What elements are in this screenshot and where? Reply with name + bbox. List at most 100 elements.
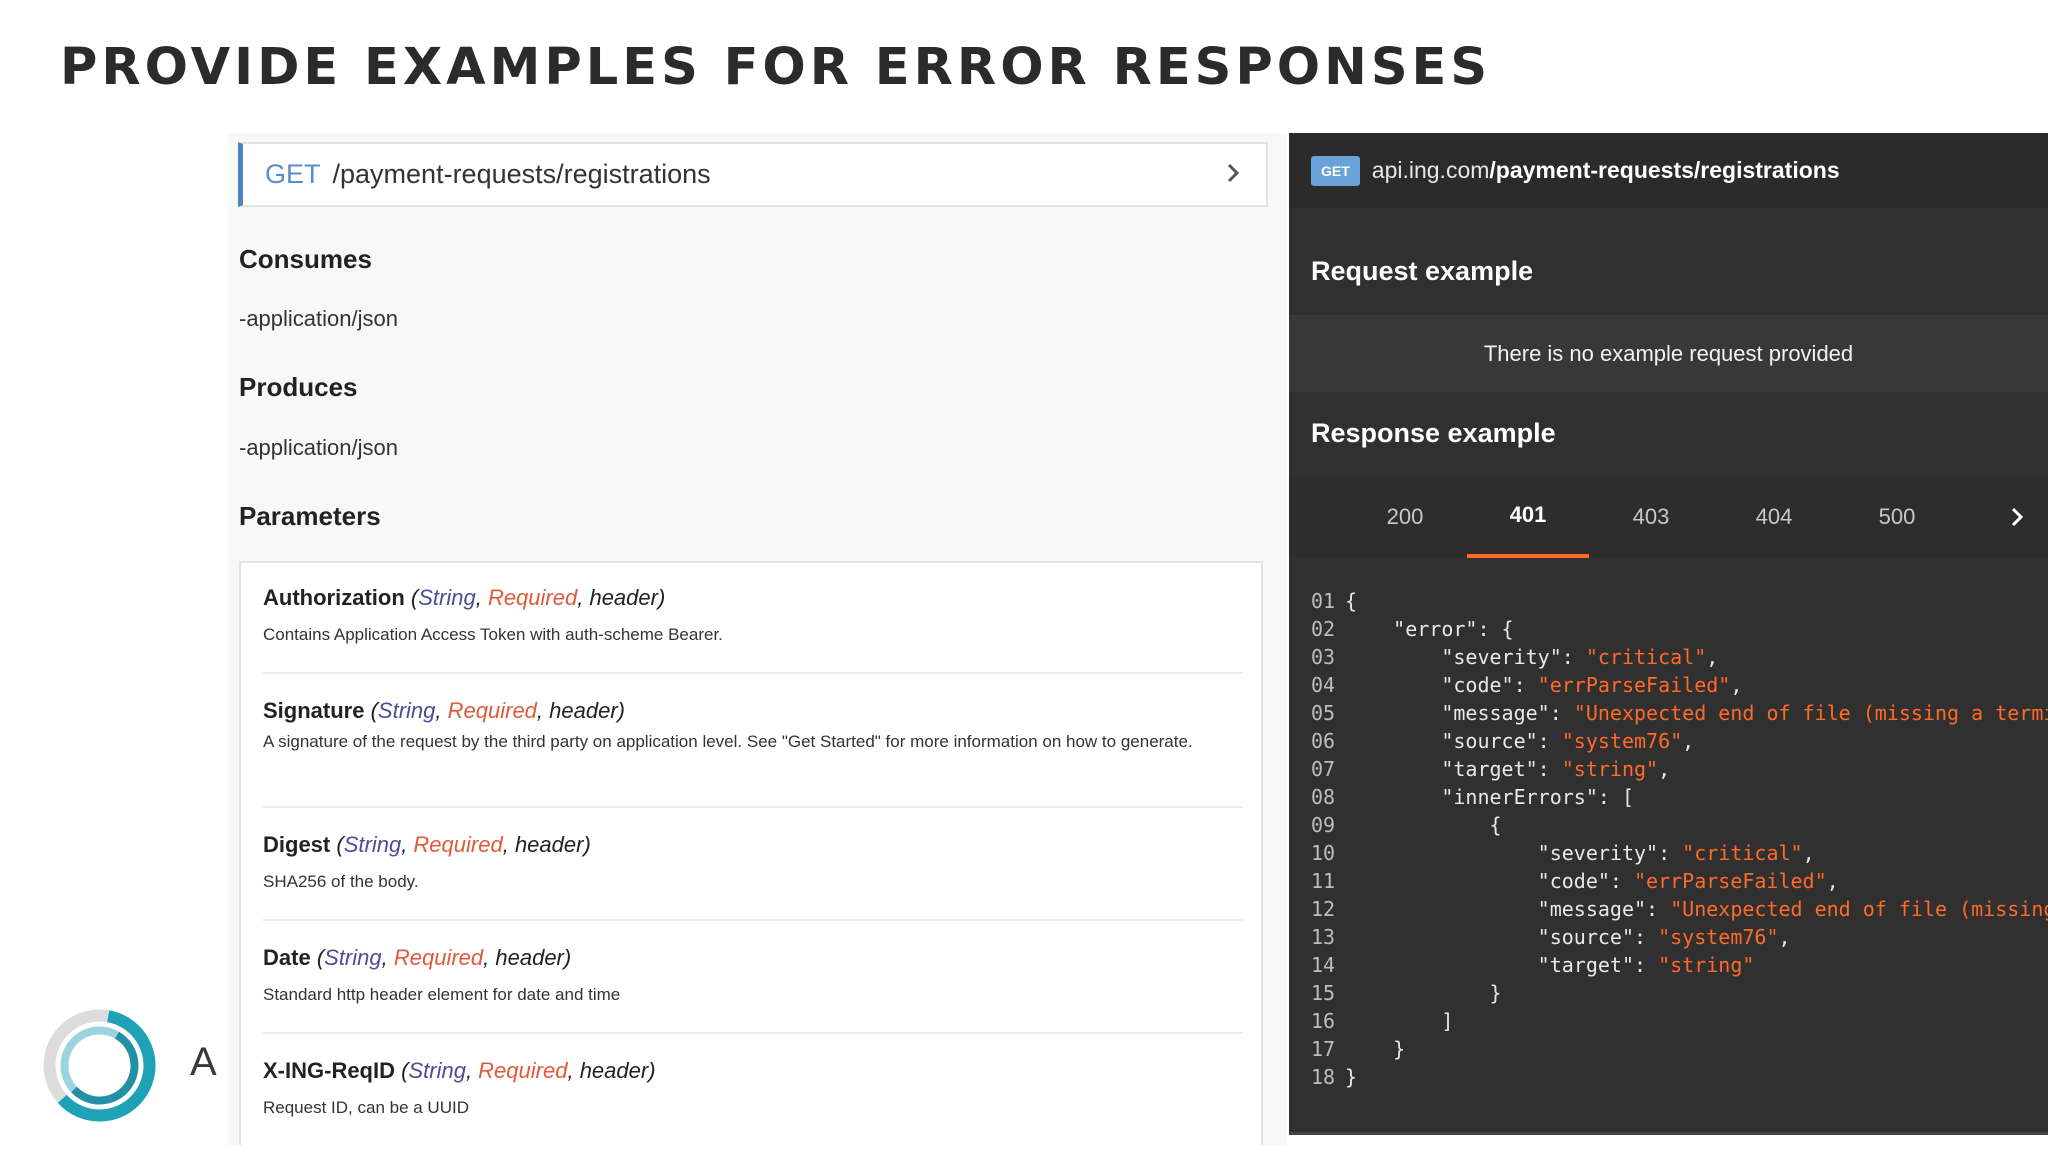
endpoint-bar[interactable]: GET /payment-requests/registrations: [238, 142, 1268, 207]
code-string: "errParseFailed": [1633, 869, 1827, 893]
divider: [263, 919, 1243, 921]
code-text: ,: [1658, 757, 1671, 781]
code-line: 04 "code": "errParseFailed",: [1311, 671, 2048, 699]
request-url: api.ing.com/payment-requests/registratio…: [1371, 157, 1840, 183]
get-badge: GET: [1311, 155, 1360, 186]
tab-500[interactable]: 500: [1878, 504, 1916, 529]
parameter-name: Date: [263, 945, 311, 970]
request-example-body: There is no example request provided: [1289, 315, 2048, 392]
code-text: "error": {: [1345, 617, 1514, 641]
code-line: 03 "severity": "critical",: [1311, 643, 2048, 671]
code-text: "severity":: [1345, 841, 1683, 865]
tab-401[interactable]: 401: [1467, 476, 1589, 558]
parameter-description: Contains Application Access Token with a…: [263, 625, 723, 644]
code-text: "innerErrors": [: [1345, 785, 1634, 809]
line-number: 12: [1311, 897, 1336, 921]
parameters-list: Authorization (String, Required, header)…: [239, 561, 1263, 1145]
divider: [263, 672, 1243, 674]
code-line: 17 }: [1311, 1035, 2048, 1063]
code-text: ,: [1730, 673, 1743, 697]
parameter-type: String: [343, 832, 402, 857]
produces-heading: Produces: [239, 372, 358, 402]
brand-logo-text: A: [190, 1040, 217, 1084]
code-line: 06 "source": "system76",: [1311, 727, 2048, 755]
parameter-required: Required: [478, 1058, 568, 1083]
tab-404[interactable]: 404: [1755, 504, 1793, 529]
parameter-name: Authorization: [263, 585, 405, 610]
example-panel: GET api.ing.com/payment-requests/registr…: [1289, 133, 2048, 1135]
parameter-name: X-ING-ReqID: [263, 1058, 395, 1083]
code-string: "string": [1658, 953, 1755, 977]
line-number: 16: [1311, 1009, 1336, 1033]
produces-value: -application/json: [239, 435, 398, 460]
parameter-location: header: [589, 585, 658, 610]
code-text: "severity":: [1345, 645, 1586, 669]
line-number: 17: [1311, 1037, 1336, 1061]
code-line: 18}: [1311, 1063, 2048, 1091]
line-number: 14: [1311, 953, 1336, 977]
parameter-description: A signature of the request by the third …: [263, 732, 1193, 751]
code-text: "message":: [1345, 701, 1574, 725]
chevron-right-icon[interactable]: [1226, 162, 1240, 188]
code-line: 13 "source": "system76",: [1311, 923, 2048, 951]
code-text: "target":: [1345, 757, 1562, 781]
code-text: "code":: [1345, 673, 1538, 697]
parameter-type: String: [377, 698, 436, 723]
line-number: 15: [1311, 981, 1336, 1005]
code-string: "string": [1561, 757, 1659, 781]
brand-logo-icon: [43, 1009, 156, 1122]
code-string: "system76": [1658, 925, 1779, 949]
response-tabs: 200 401 403 404 500: [1289, 476, 2048, 558]
divider: [263, 806, 1243, 808]
divider: [1289, 1132, 2048, 1135]
api-docs-panel: GET /payment-requests/registrations Cons…: [227, 133, 1287, 1145]
endpoint-path: /payment-requests/registrations: [332, 159, 711, 189]
code-text: }: [1345, 1065, 1358, 1089]
parameter-item: Authorization (String, Required, header)…: [263, 585, 1243, 648]
code-line: 09 {: [1311, 811, 2048, 839]
parameter-location: header: [579, 1058, 649, 1083]
code-line: 07 "target": "string",: [1311, 755, 2048, 783]
line-number: 10: [1311, 841, 1336, 865]
code-text: {: [1345, 589, 1358, 613]
code-string: "Unexpected end of file (missing a termi…: [1573, 701, 2048, 725]
line-number: 01: [1311, 589, 1336, 613]
code-line: 11 "code": "errParseFailed",: [1311, 867, 2048, 895]
line-number: 05: [1311, 701, 1336, 725]
chevron-right-icon[interactable]: [2010, 476, 2024, 558]
consumes-heading: Consumes: [239, 244, 372, 274]
parameter-item: Digest (String, Required, header) SHA256…: [263, 832, 1243, 895]
slide-title: PROVIDE EXAMPLES FOR ERROR RESPONSES: [60, 38, 1492, 97]
code-text: "target":: [1345, 953, 1659, 977]
line-number: 13: [1311, 925, 1336, 949]
line-number: 18: [1311, 1065, 1336, 1089]
parameter-required: Required: [447, 698, 537, 723]
parameter-description: Request ID, can be a UUID: [263, 1098, 469, 1117]
line-number: 04: [1311, 673, 1336, 697]
request-example-heading: Request example: [1311, 256, 1534, 286]
parameter-name: Signature: [263, 698, 365, 723]
line-number: 03: [1311, 645, 1336, 669]
line-number: 02: [1311, 617, 1336, 641]
response-example-heading: Response example: [1311, 418, 1556, 448]
code-text: }: [1345, 1037, 1406, 1061]
parameter-description: Standard http header element for date an…: [263, 985, 621, 1004]
parameter-type: String: [418, 585, 476, 610]
tab-200[interactable]: 200: [1386, 504, 1424, 529]
code-text: ,: [1682, 729, 1695, 753]
code-text: ,: [1778, 925, 1791, 949]
code-line: 01 {: [1311, 587, 2048, 615]
tab-403[interactable]: 403: [1632, 504, 1670, 529]
code-line: 16 ]: [1311, 1007, 2048, 1035]
parameter-item: Signature (String, Required, header) A s…: [263, 698, 1243, 755]
code-string: "critical": [1682, 841, 1803, 865]
parameter-type: String: [324, 945, 382, 970]
response-code-block: 01{02 "error": {03 "severity": "critical…: [1311, 587, 2048, 1091]
parameter-location: header: [514, 832, 584, 857]
code-line: 08 "innerErrors": [: [1311, 783, 2048, 811]
code-line: 10 "severity": "critical",: [1311, 839, 2048, 867]
parameter-item: Date (String, Required, header) Standard…: [263, 945, 1243, 1008]
code-text: {: [1345, 813, 1502, 837]
code-text: "source":: [1345, 925, 1659, 949]
line-number: 08: [1311, 785, 1336, 809]
